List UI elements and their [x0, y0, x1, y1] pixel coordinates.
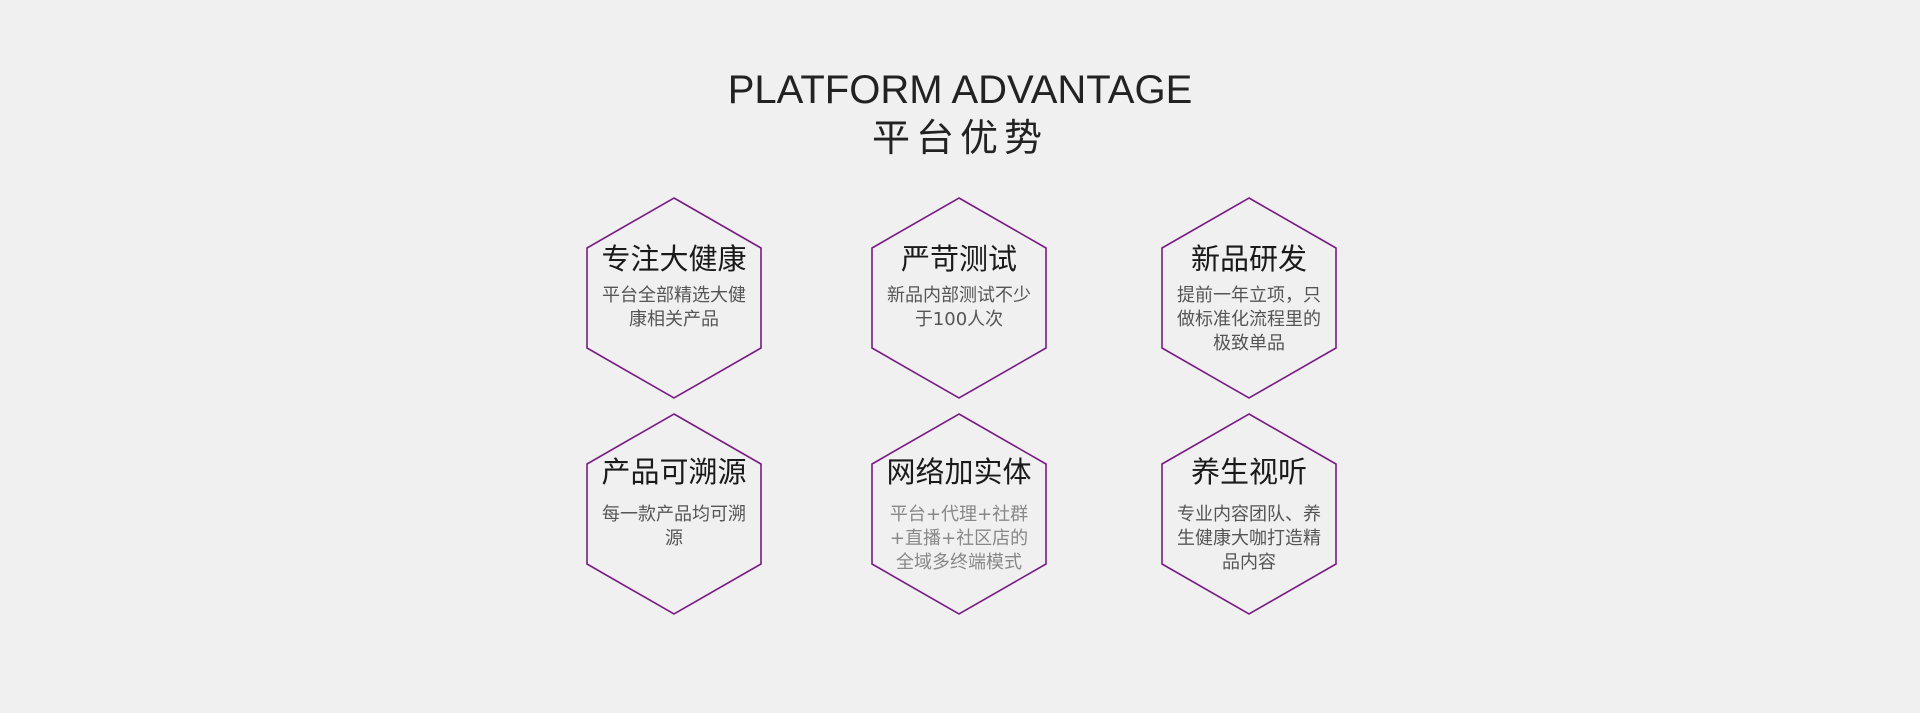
advantage-card-testing: 严苛测试 新品内部测试不少于100人次 [871, 197, 1047, 399]
advantage-card-health: 专注大健康 平台全部精选大健康相关产品 [586, 197, 762, 399]
advantage-title: 网络加实体 [886, 455, 1032, 489]
hexagon-outline-icon [871, 197, 1047, 399]
advantage-card-rnd: 新品研发 提前一年立项，只做标准化流程里的极致单品 [1161, 197, 1337, 399]
hexagon-outline-icon [1161, 413, 1337, 615]
advantage-description: 每一款产品均可溯源 [602, 504, 746, 549]
title-english: PLATFORM ADVANTAGE [727, 68, 1193, 112]
advantage-description: 新品内部测试不少于100人次 [887, 285, 1031, 330]
advantage-title: 养生视听 [1190, 455, 1307, 489]
advantage-title: 产品可溯源 [601, 455, 747, 489]
advantage-description: 平台+代理+社群+直播+社区店的全域多终端模式 [889, 504, 1029, 573]
advantage-title: 新品研发 [1190, 242, 1307, 276]
advantage-title: 严苛测试 [900, 242, 1017, 276]
hexagon-outline-icon [871, 413, 1047, 615]
advantage-description: 平台全部精选大健康相关产品 [602, 285, 746, 330]
title-chinese: 平台优势 [871, 116, 1048, 160]
advantage-card-media: 养生视听 专业内容团队、养生健康大咖打造精品内容 [1161, 413, 1337, 615]
advantage-card-traceable: 产品可溯源 每一款产品均可溯源 [586, 413, 762, 615]
advantage-description: 提前一年立项，只做标准化流程里的极致单品 [1177, 285, 1321, 354]
advantage-title: 专注大健康 [601, 242, 747, 276]
advantage-card-online-offline: 网络加实体 平台+代理+社群+直播+社区店的全域多终端模式 [871, 413, 1047, 615]
hexagon-outline-icon [586, 413, 762, 615]
hexagon-outline-icon [586, 197, 762, 399]
advantage-description: 专业内容团队、养生健康大咖打造精品内容 [1177, 504, 1321, 573]
hexagon-outline-icon [1161, 197, 1337, 399]
